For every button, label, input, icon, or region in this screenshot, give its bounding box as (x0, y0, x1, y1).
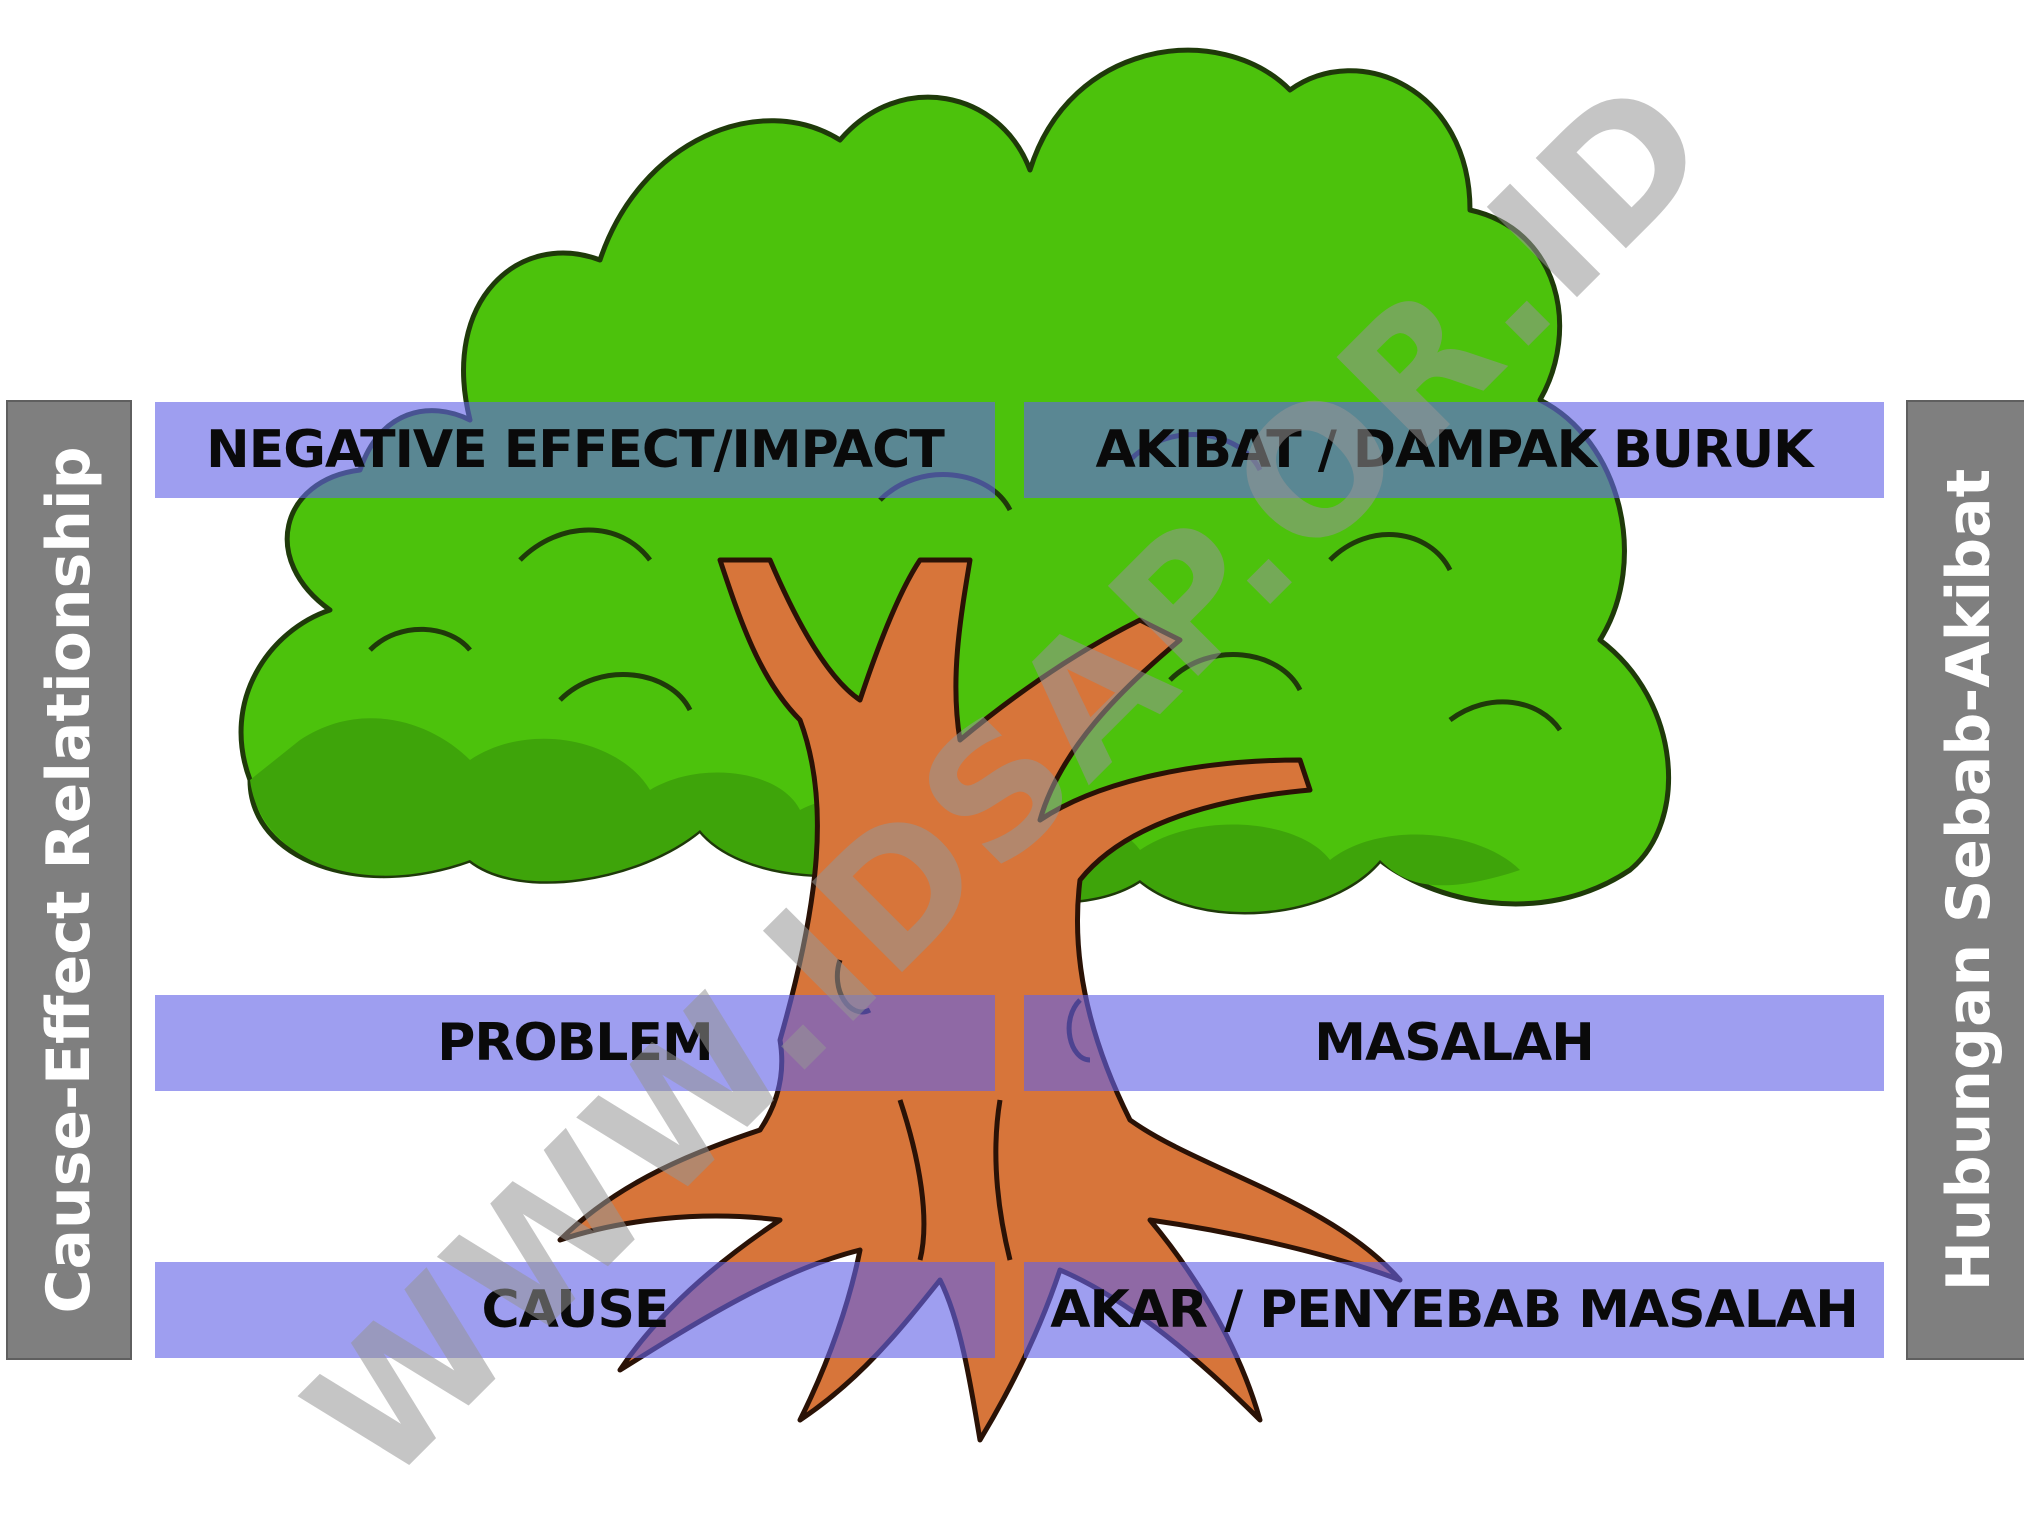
band-cause-id-text: AKAR / PENYEBAB MASALAH (1050, 1280, 1859, 1340)
band-cause-id: AKAR / PENYEBAB MASALAH (1024, 1262, 1884, 1358)
band-problem-en-text: PROBLEM (437, 1013, 713, 1073)
band-effect-id-text: AKIBAT / DAMPAK BURUK (1095, 420, 1814, 480)
band-cause-en: CAUSE (155, 1262, 995, 1358)
side-label-indonesian-text: Hubungan Sebab-Akibat (1934, 468, 2004, 1292)
side-label-english-text: Cause-Effect Relationship (34, 446, 104, 1314)
tree-illustration (238, 47, 1672, 1443)
band-effect-en-text: NEGATIVE EFFECT/IMPACT (206, 420, 945, 480)
side-label-indonesian: Hubungan Sebab-Akibat (1906, 400, 2024, 1360)
band-problem-id-text: MASALAH (1314, 1013, 1595, 1073)
side-label-english: Cause-Effect Relationship (6, 400, 132, 1360)
band-problem-id: MASALAH (1024, 995, 1884, 1091)
band-effect-en: NEGATIVE EFFECT/IMPACT (155, 402, 995, 498)
band-effect-id: AKIBAT / DAMPAK BURUK (1024, 402, 1884, 498)
band-cause-en-text: CAUSE (481, 1280, 669, 1340)
band-problem-en: PROBLEM (155, 995, 995, 1091)
